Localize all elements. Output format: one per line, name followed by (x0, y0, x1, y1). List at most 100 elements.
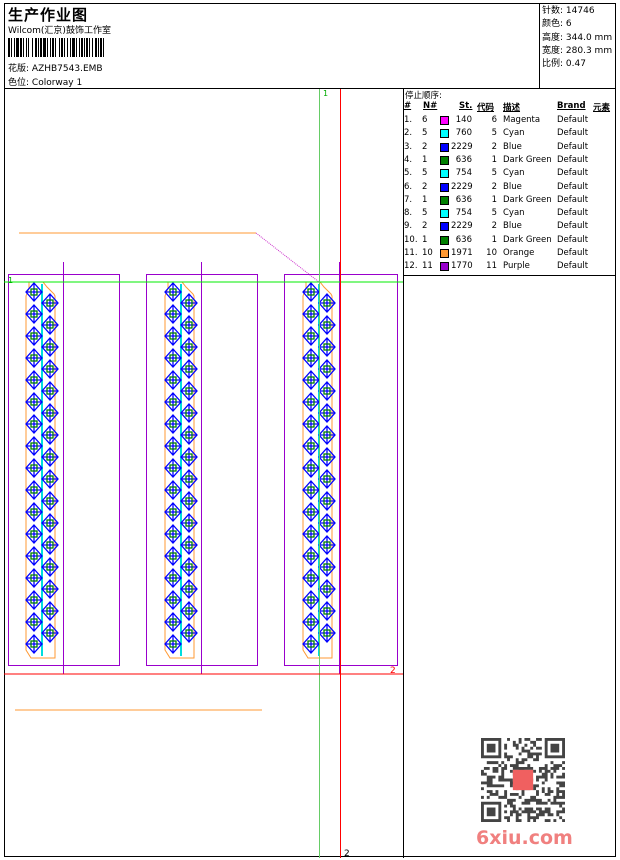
green-motif (30, 398, 38, 406)
color-swatch (440, 142, 449, 152)
green-motif (185, 475, 193, 483)
cell-desc: Blue (503, 181, 522, 192)
cell-n: 10 (422, 248, 433, 258)
green-motif (46, 321, 54, 329)
color-swatch (440, 195, 449, 205)
blue-motif (302, 612, 320, 632)
barcode-bar (79, 38, 80, 57)
green-motif (30, 420, 38, 428)
blue-motif (41, 601, 59, 621)
blue-motif (25, 348, 43, 368)
green-motif (185, 409, 193, 417)
stat-value: 14746 (565, 6, 595, 16)
end-marker: 2 (344, 849, 350, 858)
green-motif (30, 310, 38, 318)
color-swatch (440, 222, 449, 232)
blue-motif (41, 381, 59, 401)
blue-motif (41, 293, 59, 313)
blue-motif (302, 326, 320, 346)
qr-code[interactable] (481, 738, 565, 822)
green-motif (30, 486, 38, 494)
column-outline (302, 281, 333, 659)
barcode-bar (33, 38, 35, 57)
cell-n: 11 (422, 261, 433, 272)
green-motif (185, 629, 193, 637)
blue-motif (164, 612, 182, 632)
cell-n: 5 (422, 128, 428, 139)
blue-motif (318, 359, 336, 379)
cell-n: 2 (422, 181, 428, 192)
colorway-value: Colorway 1 (31, 78, 83, 88)
cell-code: 2 (491, 221, 497, 232)
blue-motif (25, 414, 43, 434)
blue-motif (25, 436, 43, 456)
barcode-bar (89, 38, 90, 57)
start-marker: 1 (8, 276, 13, 285)
green-motif (323, 497, 331, 505)
barcode-bar (39, 38, 40, 57)
stat-value: 280.3 mm (565, 45, 613, 56)
blue-motif (164, 370, 182, 390)
barcode-bar (99, 38, 100, 57)
cell-desc: Cyan (503, 128, 525, 139)
cell-brand: Default (557, 194, 589, 205)
blue-motif (41, 337, 59, 357)
column-outline (164, 281, 195, 659)
blue-motif (302, 480, 320, 500)
design-canvas: 1 1 2 2 (4, 89, 403, 858)
green-motif (307, 464, 315, 472)
page-frame (4, 3, 616, 857)
column-header: 描述 (503, 103, 521, 113)
watermark-logo: 6xiu.com (476, 827, 573, 849)
table-caption: 停止顺序: (405, 91, 442, 101)
barcode-bar (11, 38, 12, 57)
blue-motif (302, 590, 320, 610)
color-swatch (440, 129, 449, 139)
barcode-bar (90, 38, 92, 57)
blue-motif (164, 282, 182, 302)
green-motif (185, 299, 193, 307)
cell-n: 1 (422, 194, 428, 205)
stat-label: 比例: (542, 59, 564, 70)
barcode-bar (29, 38, 32, 57)
barcode-bar (76, 38, 77, 57)
barcode-bar (92, 38, 93, 57)
blue-motif (25, 590, 43, 610)
cell-st: 140 (455, 115, 472, 125)
green-motif (323, 299, 331, 307)
cell-code: 2 (491, 141, 497, 152)
blue-motif (318, 513, 336, 533)
cell-st: 1971 (451, 248, 473, 258)
cell-n: 5 (422, 208, 428, 219)
blue-motif (25, 502, 43, 522)
green-motif (323, 365, 331, 373)
blue-motif (41, 579, 59, 599)
cell-code: 10 (486, 248, 497, 258)
barcode-bar (32, 38, 33, 57)
barcode-bar (64, 38, 65, 57)
barcode-bar (19, 38, 20, 57)
design-file: 花版: AZHB7543.EMB (8, 61, 103, 74)
stat-width: 宽度: 280.3 mm (542, 45, 612, 58)
barcode-bar (59, 38, 60, 57)
barcode-bar (50, 38, 51, 57)
blue-motif (164, 392, 182, 412)
blue-motif (318, 623, 336, 643)
stat-value: 344.0 mm (565, 32, 613, 43)
cell-code: 5 (491, 168, 497, 179)
cell-desc: Orange (503, 248, 535, 258)
barcode-bar (97, 38, 98, 57)
cell-n: 2 (422, 141, 428, 152)
blue-motif (164, 502, 182, 522)
blue-motif (25, 282, 43, 302)
green-motif (307, 486, 315, 494)
barcode-bar (8, 38, 10, 57)
blue-motif (180, 513, 198, 533)
cell-desc: Blue (503, 221, 522, 232)
blue-motif (318, 293, 336, 313)
green-motif (323, 431, 331, 439)
green-motif (169, 530, 177, 538)
green-motif (323, 519, 331, 527)
